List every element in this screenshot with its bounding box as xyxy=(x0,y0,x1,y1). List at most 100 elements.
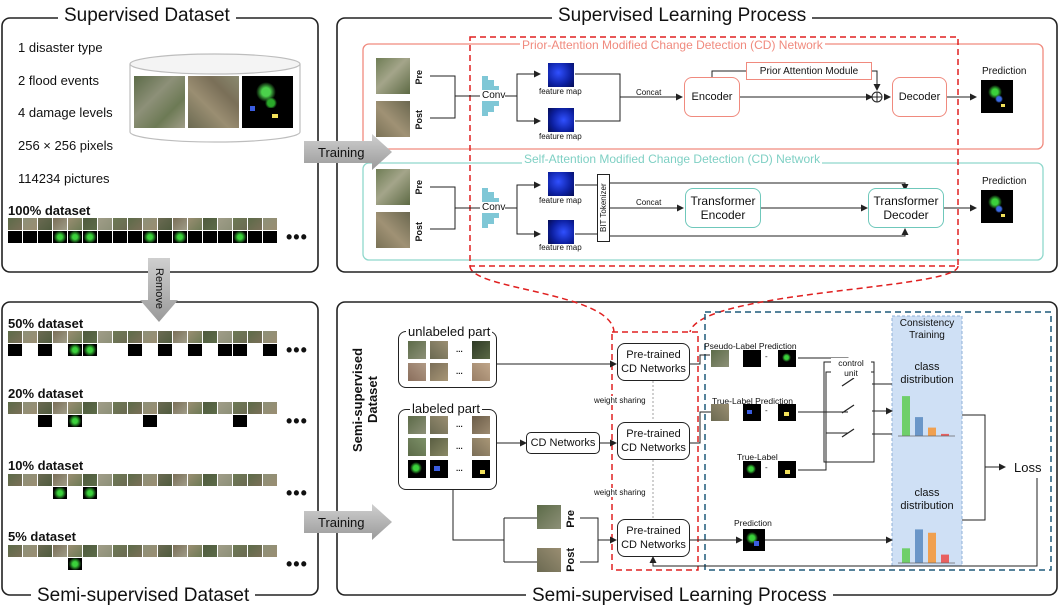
dataset-10-label: 10% dataset xyxy=(8,458,84,473)
true-label-pred-title: True-Label Prediction xyxy=(712,396,793,406)
strip-thumb xyxy=(158,402,172,414)
strip-mask xyxy=(53,344,67,356)
self-prediction-label: Prediction xyxy=(982,176,1027,187)
eval-post-image xyxy=(537,548,561,572)
class-distribution-title-1: class distribution xyxy=(900,361,954,386)
strip-thumb xyxy=(143,474,157,486)
labeled-thumb-4 xyxy=(408,438,426,456)
strip-mask xyxy=(218,231,232,243)
strip-mask xyxy=(53,415,67,427)
strip-thumb xyxy=(263,474,277,486)
strip-mask xyxy=(263,231,277,243)
strip-mask xyxy=(53,487,67,499)
training-label-bottom: Training xyxy=(318,515,365,530)
strip-thumb xyxy=(158,545,172,557)
class-bar-3 xyxy=(941,554,949,563)
strip-thumb xyxy=(143,545,157,557)
strip-thumb xyxy=(23,545,37,557)
true-label-minus: - xyxy=(765,463,768,472)
dataset-5-ellipsis: ••• xyxy=(286,554,308,574)
dataset-100-strip xyxy=(8,218,278,244)
dataset-5-label: 5% dataset xyxy=(8,529,76,544)
training-arrow-top xyxy=(304,134,392,170)
strip-thumb xyxy=(8,218,22,230)
strip-thumb xyxy=(98,474,112,486)
strip-mask xyxy=(98,231,112,243)
strip-mask xyxy=(113,231,127,243)
strip-mask xyxy=(143,558,157,570)
strip-mask xyxy=(128,558,142,570)
strip-mask xyxy=(248,415,262,427)
strip-mask xyxy=(68,415,82,427)
semi-dataset-side-label: Semi-supervised Dataset xyxy=(350,347,380,453)
strip-thumb xyxy=(218,331,232,343)
supervised-learning-title: Supervised Learning Process xyxy=(552,5,813,27)
strip-thumb xyxy=(23,474,37,486)
prior-post-image xyxy=(376,101,410,137)
strip-mask xyxy=(128,231,142,243)
strip-mask xyxy=(98,344,112,356)
strip-thumb xyxy=(68,218,82,230)
training-arrow-bottom xyxy=(304,504,392,540)
class-bar-0 xyxy=(902,396,910,436)
strip-mask xyxy=(173,231,187,243)
strip-thumb xyxy=(173,218,187,230)
pseudo-label-title: Pseudo-Label Prediction xyxy=(704,341,797,351)
strip-mask xyxy=(188,231,202,243)
strip-thumb xyxy=(68,331,82,343)
strip-mask xyxy=(263,415,277,427)
self-prediction-image xyxy=(981,190,1013,223)
strip-mask xyxy=(248,231,262,243)
strip-mask xyxy=(143,344,157,356)
strip-thumb xyxy=(98,545,112,557)
strip-thumb xyxy=(248,474,262,486)
consistency-title: Consistency Training xyxy=(899,318,955,341)
strip-thumb xyxy=(53,331,67,343)
class-bar-1 xyxy=(915,417,923,436)
strip-thumb xyxy=(248,331,262,343)
strip-thumb xyxy=(68,474,82,486)
strip-thumb xyxy=(68,545,82,557)
strip-mask xyxy=(248,487,262,499)
strip-mask xyxy=(233,558,247,570)
unlabeled-ellipsis-2: ... xyxy=(456,367,463,376)
labeled-thumb-1 xyxy=(408,416,426,434)
strip-mask xyxy=(218,415,232,427)
self-feature-map-label-1: feature map xyxy=(539,196,582,205)
unlabeled-thumb-1 xyxy=(408,341,426,359)
strip-mask xyxy=(263,558,277,570)
strip-thumb xyxy=(158,218,172,230)
strip-thumb xyxy=(98,218,112,230)
strip-mask xyxy=(218,344,232,356)
class-bar-0 xyxy=(902,548,910,563)
cylinder-image-pre xyxy=(134,76,185,128)
strip-thumb xyxy=(38,545,52,557)
eval-prediction-label: Prediction xyxy=(734,518,772,528)
dataset-100-label: 100% dataset xyxy=(8,203,91,218)
strip-thumb xyxy=(158,331,172,343)
labeled-ellipsis-1: ... xyxy=(456,420,463,429)
supervised-learning-frame xyxy=(336,17,1058,273)
self-pre-label: Pre xyxy=(414,180,424,195)
dataset-10-strip xyxy=(8,474,278,500)
labeled-mask-1 xyxy=(408,460,426,478)
strip-mask xyxy=(98,558,112,570)
prior-network-title: Prior-Attention Modified Change Detectio… xyxy=(520,38,825,52)
strip-mask xyxy=(23,415,37,427)
strip-thumb xyxy=(188,545,202,557)
strip-thumb xyxy=(128,545,142,557)
strip-mask xyxy=(38,344,52,356)
strip-thumb xyxy=(38,218,52,230)
strip-mask xyxy=(38,558,52,570)
strip-thumb xyxy=(8,545,22,557)
eval-pre-image xyxy=(537,505,561,529)
strip-thumb xyxy=(263,218,277,230)
strip-mask xyxy=(263,344,277,356)
strip-thumb xyxy=(233,402,247,414)
strip-mask xyxy=(38,231,52,243)
strip-mask xyxy=(8,231,22,243)
strip-thumb xyxy=(143,331,157,343)
strip-mask xyxy=(98,487,112,499)
prior-prediction-label: Prediction xyxy=(982,66,1027,77)
strip-thumb xyxy=(83,474,97,486)
